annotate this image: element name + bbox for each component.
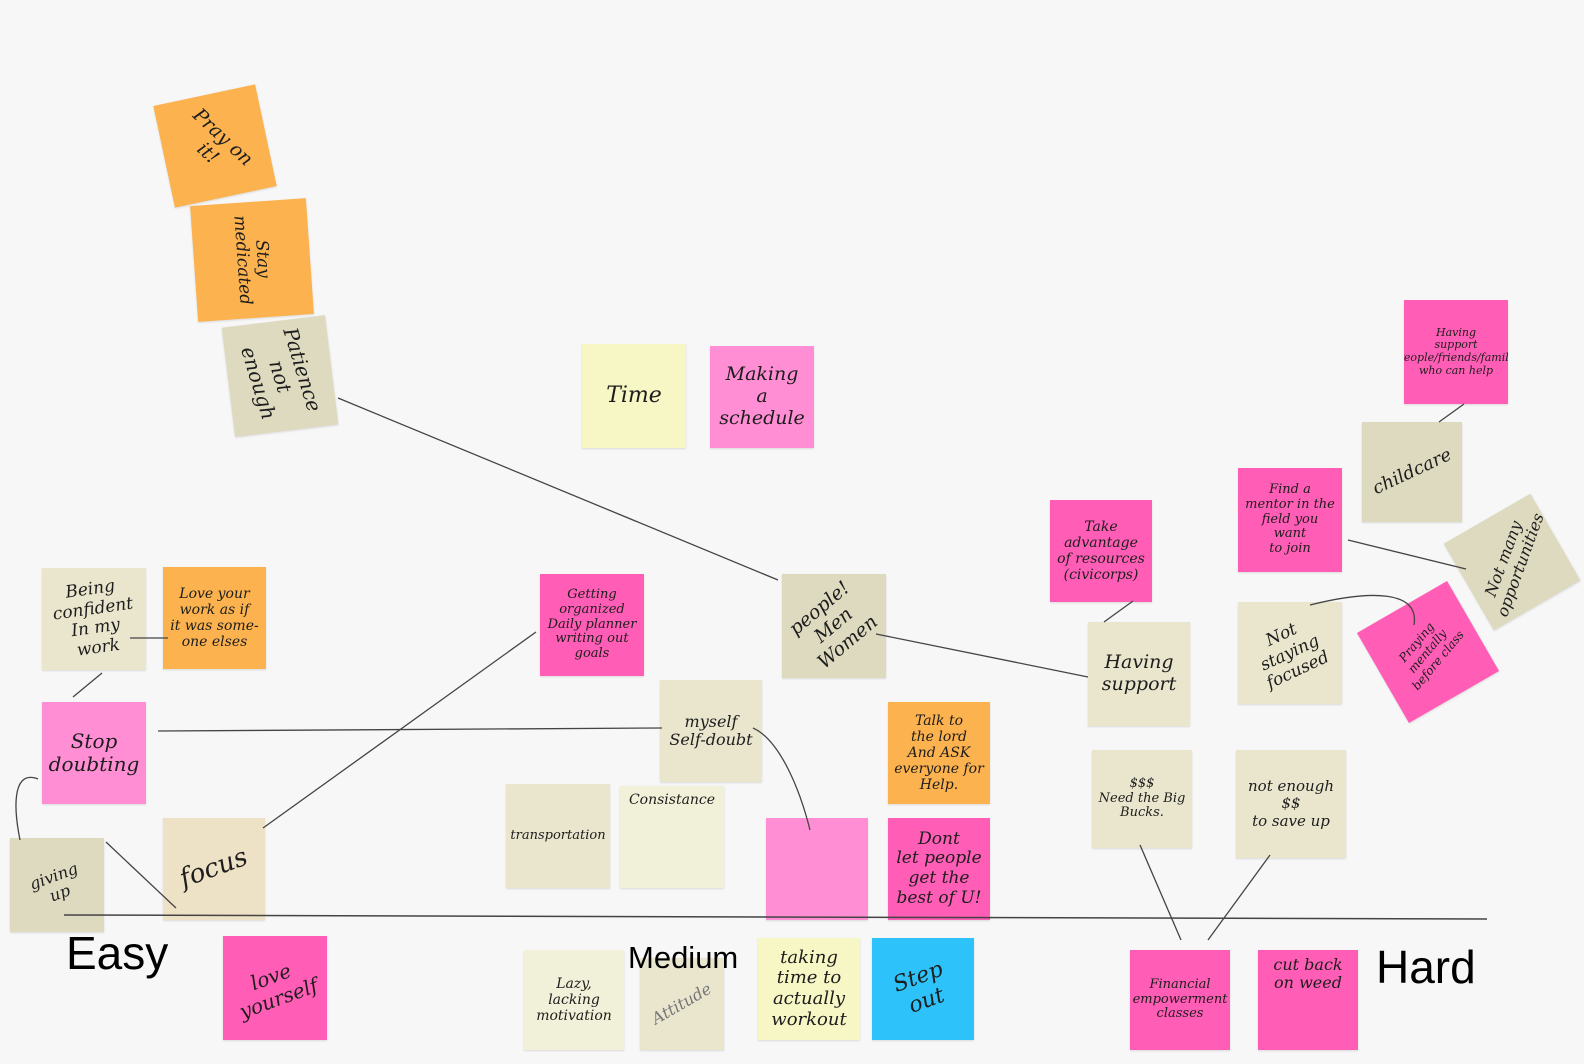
note-text: myself Self-doubt bbox=[669, 711, 753, 749]
note-text: $$$ Need the Big Bucks. bbox=[1098, 775, 1186, 821]
note-text: giving up bbox=[26, 858, 81, 906]
sticky-note-childcare[interactable]: childcare bbox=[1362, 422, 1462, 522]
note-text: people! Men Women bbox=[784, 577, 882, 674]
note-text: Patience not enough bbox=[235, 324, 327, 423]
note-text: Not many opportunities bbox=[1480, 510, 1548, 620]
sticky-note-patience[interactable]: Patience not enough bbox=[221, 315, 339, 437]
axis-label-medium: Medium bbox=[628, 940, 739, 975]
sticky-note-being-confident[interactable]: Being confident In my work bbox=[42, 568, 146, 670]
sticky-note-myself-self-doubt[interactable]: myself Self-doubt bbox=[660, 680, 762, 782]
note-text: Getting organized Daily planner writing … bbox=[547, 586, 637, 662]
sticky-note-not-staying-focused[interactable]: Not staying focused bbox=[1238, 602, 1342, 704]
connector-line bbox=[15, 776, 39, 841]
note-text: Making a schedule bbox=[719, 363, 805, 429]
sticky-note-giving-up[interactable]: giving up bbox=[10, 838, 104, 932]
sticky-note-pray-on-it[interactable]: Pray on it! bbox=[153, 84, 277, 208]
sticky-note-people-men-women[interactable]: people! Men Women bbox=[782, 574, 886, 678]
note-text: not enough $$ to save up bbox=[1248, 777, 1334, 830]
note-text: focus bbox=[175, 842, 252, 895]
sticky-note-take-advantage[interactable]: Take advantage of resources (civicorps) bbox=[1050, 500, 1152, 602]
sticky-note-taking-time[interactable]: taking time to actually workout bbox=[758, 938, 860, 1040]
note-text: Stay medicated bbox=[229, 215, 274, 307]
connector-line bbox=[157, 727, 663, 732]
note-text: Stop doubting bbox=[48, 729, 140, 776]
axis-label-hard: Hard bbox=[1376, 941, 1476, 993]
sticky-note-not-enough-money[interactable]: not enough $$ to save up bbox=[1236, 750, 1346, 858]
note-text: Pray on it! bbox=[188, 104, 258, 171]
connector-line bbox=[72, 672, 103, 698]
note-text: Consistance bbox=[628, 792, 716, 808]
note-text: Not staying focused bbox=[1257, 618, 1333, 694]
sticky-note-time[interactable]: Time bbox=[582, 344, 686, 448]
note-text: Attitude bbox=[648, 978, 715, 1029]
axis-label-easy: Easy bbox=[66, 927, 169, 979]
note-text: Praying mentally before class bbox=[1396, 620, 1467, 693]
note-text: transportation bbox=[510, 827, 606, 843]
note-text: love yourself bbox=[236, 958, 322, 1024]
sticky-note-having-support-people[interactable]: Having support People/friends/family who… bbox=[1404, 300, 1508, 404]
sticky-note-making-schedule[interactable]: Making a schedule bbox=[710, 346, 814, 448]
note-text: Financial empowerment classes bbox=[1132, 976, 1228, 1022]
sticky-note-financial-empowerment[interactable]: Financial empowerment classes bbox=[1130, 950, 1230, 1050]
note-text: Talk to the lord And ASK everyone for He… bbox=[894, 712, 984, 794]
connector-line bbox=[1438, 403, 1465, 423]
sticky-note-getting-organized[interactable]: Getting organized Daily planner writing … bbox=[540, 574, 644, 676]
sticky-note-attitude[interactable]: Attitude bbox=[640, 958, 724, 1050]
note-text: childcare bbox=[1368, 443, 1455, 499]
sticky-note-focus[interactable]: focus bbox=[163, 818, 265, 920]
note-text: Having support People/friends/family who… bbox=[1404, 325, 1508, 377]
sticky-note-stay-medicated[interactable]: Stay medicated bbox=[190, 198, 314, 322]
note-text: Having support bbox=[1101, 651, 1177, 695]
note-text: cut back on weed bbox=[1273, 955, 1343, 993]
note-text: Dont let people get the best of U! bbox=[896, 828, 982, 908]
sticky-note-step-out[interactable]: Step out bbox=[872, 938, 974, 1040]
sticky-note-cut-back[interactable]: cut back on weed bbox=[1258, 950, 1358, 1050]
sticky-note-having-support[interactable]: Having support bbox=[1088, 622, 1190, 726]
note-text: Time bbox=[606, 383, 662, 409]
connector-line bbox=[875, 633, 1089, 678]
sticky-note-stop-doubting[interactable]: Stop doubting bbox=[42, 702, 146, 804]
sticky-note-love-yourself[interactable]: love yourself bbox=[223, 936, 327, 1040]
note-text: Being confident In my work bbox=[51, 575, 134, 661]
sticky-note-need-big-bucks[interactable]: $$$ Need the Big Bucks. bbox=[1092, 750, 1192, 848]
sticky-note-transportation[interactable]: transportation bbox=[506, 784, 610, 888]
connector-line bbox=[262, 631, 537, 829]
sticky-note-dont-let-people[interactable]: Dont let people get the best of U! bbox=[888, 818, 990, 920]
note-text: Step out bbox=[890, 956, 949, 1019]
sticky-note-blank[interactable] bbox=[766, 818, 868, 920]
sticky-note-talk-to-the-lord[interactable]: Talk to the lord And ASK everyone for He… bbox=[888, 702, 990, 804]
note-text: taking time to actually workout bbox=[771, 946, 847, 1030]
note-text: Love your work as if it was some- one el… bbox=[170, 585, 259, 651]
sticky-note-love-your-work[interactable]: Love your work as if it was some- one el… bbox=[163, 567, 266, 669]
note-text: Take advantage of resources (civicorps) bbox=[1057, 518, 1145, 584]
sticky-note-consistance[interactable]: Consistance bbox=[620, 786, 724, 888]
connector-line bbox=[1207, 854, 1271, 941]
note-text: Find a mentor in the field you want to j… bbox=[1245, 481, 1335, 557]
note-text: Lazy, lacking motivation bbox=[536, 975, 612, 1025]
connector-line bbox=[1139, 844, 1182, 941]
sticky-note-lazy[interactable]: Lazy, lacking motivation bbox=[524, 950, 624, 1050]
connector-line bbox=[1103, 600, 1134, 623]
sticky-note-find-mentor[interactable]: Find a mentor in the field you want to j… bbox=[1238, 468, 1342, 572]
